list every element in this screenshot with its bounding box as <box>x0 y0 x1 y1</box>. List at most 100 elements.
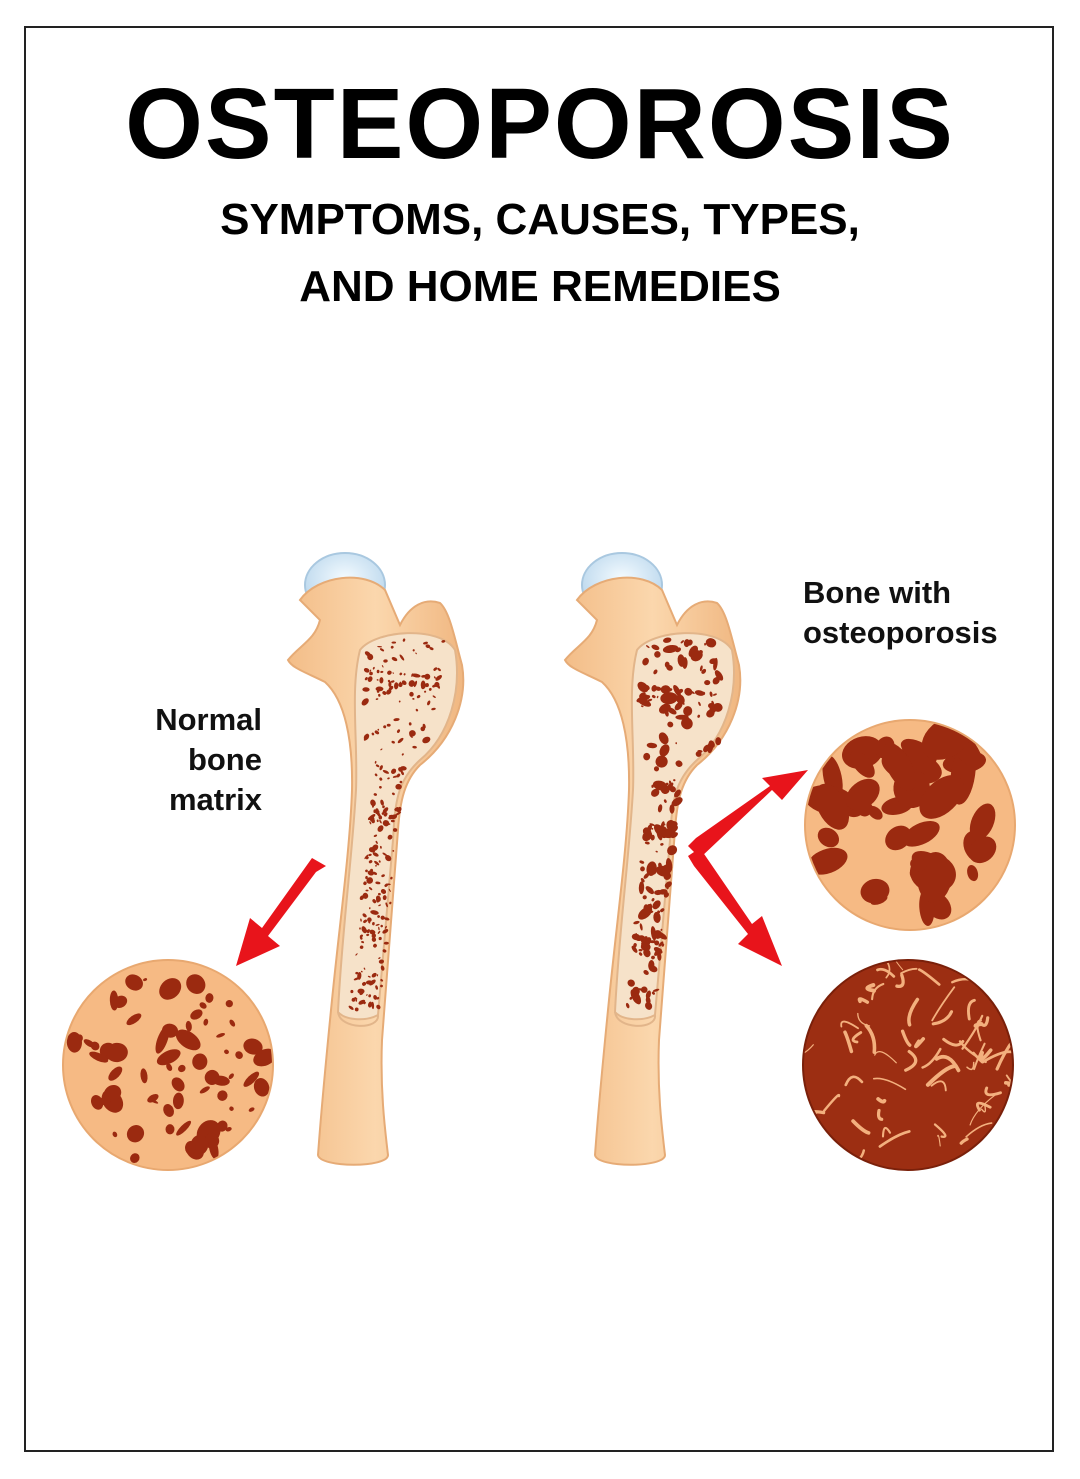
pore <box>355 999 358 1002</box>
pore <box>674 789 681 798</box>
label-normal-line: bone <box>187 742 262 777</box>
pore <box>176 1120 192 1136</box>
pore <box>253 1078 270 1097</box>
pore <box>374 760 377 764</box>
pore <box>382 807 389 814</box>
pore <box>680 640 684 644</box>
pore <box>360 970 363 973</box>
crack <box>933 1123 947 1138</box>
pore <box>190 1009 203 1020</box>
pore <box>380 915 385 920</box>
pore <box>919 775 964 819</box>
pore <box>675 760 683 767</box>
pore <box>378 959 384 964</box>
pore <box>386 723 391 727</box>
crack <box>883 960 891 979</box>
pore <box>375 764 380 768</box>
pore <box>126 1013 142 1026</box>
pore <box>165 1124 175 1135</box>
pore <box>382 769 390 774</box>
crack <box>980 1104 987 1113</box>
pore <box>199 1086 210 1094</box>
pore <box>413 680 418 688</box>
pore <box>229 1106 234 1111</box>
pore <box>667 845 678 856</box>
pore <box>646 645 650 649</box>
pore <box>416 695 421 699</box>
pore <box>653 766 660 772</box>
pore <box>698 701 701 707</box>
pore <box>432 684 437 688</box>
pore <box>699 665 703 672</box>
pore <box>130 1153 140 1163</box>
pore <box>651 684 657 692</box>
crack <box>876 967 896 978</box>
pore <box>423 641 428 645</box>
pore <box>656 830 663 841</box>
pore <box>422 736 431 744</box>
pore <box>363 967 366 970</box>
pore <box>354 997 358 1000</box>
pore <box>363 733 370 741</box>
pore <box>651 898 655 902</box>
pore <box>377 915 380 918</box>
pore <box>643 684 650 691</box>
pore <box>199 1002 207 1009</box>
crack <box>895 973 905 988</box>
pore <box>363 738 367 741</box>
pore <box>655 850 658 853</box>
crack <box>871 982 885 1001</box>
crack <box>803 1044 814 1057</box>
pore <box>383 659 388 663</box>
pore <box>368 994 372 998</box>
pore <box>683 706 693 717</box>
pore <box>379 765 383 771</box>
pore <box>714 670 724 681</box>
pore <box>376 690 380 693</box>
pore <box>373 793 377 796</box>
crack <box>967 998 976 1021</box>
normal-bone-magnified <box>63 960 273 1170</box>
pore <box>374 860 380 866</box>
pore <box>883 742 916 791</box>
pore <box>371 1001 375 1010</box>
pore <box>424 683 429 688</box>
pore <box>655 755 668 768</box>
pore <box>178 1064 186 1073</box>
pore <box>713 657 718 671</box>
pore <box>429 647 434 651</box>
pore <box>441 640 446 643</box>
pore <box>658 889 668 895</box>
pore <box>392 828 398 832</box>
pore <box>380 670 384 673</box>
pore <box>366 929 370 933</box>
pore <box>391 641 397 644</box>
pore <box>399 681 402 683</box>
pore <box>400 770 404 776</box>
pore <box>369 979 376 986</box>
pore <box>382 928 389 934</box>
pore <box>379 677 384 684</box>
pore <box>387 823 391 825</box>
pore <box>651 695 656 699</box>
osteoporosis-magnified-porous <box>805 720 1015 930</box>
pore <box>140 1068 148 1084</box>
pore <box>203 1018 209 1026</box>
pore <box>645 694 648 697</box>
pore <box>382 805 385 809</box>
pore <box>380 924 383 928</box>
pore <box>667 707 677 715</box>
crack <box>864 1023 877 1054</box>
pore <box>172 1092 184 1110</box>
pore <box>365 869 368 873</box>
crack <box>843 1030 854 1054</box>
pore <box>399 654 405 661</box>
pore <box>653 669 658 675</box>
pore <box>360 918 362 922</box>
pore <box>392 775 398 778</box>
pore <box>391 740 395 744</box>
pore <box>185 1020 192 1032</box>
crack <box>976 1101 992 1112</box>
pore <box>369 821 372 825</box>
pore <box>376 1004 381 1010</box>
